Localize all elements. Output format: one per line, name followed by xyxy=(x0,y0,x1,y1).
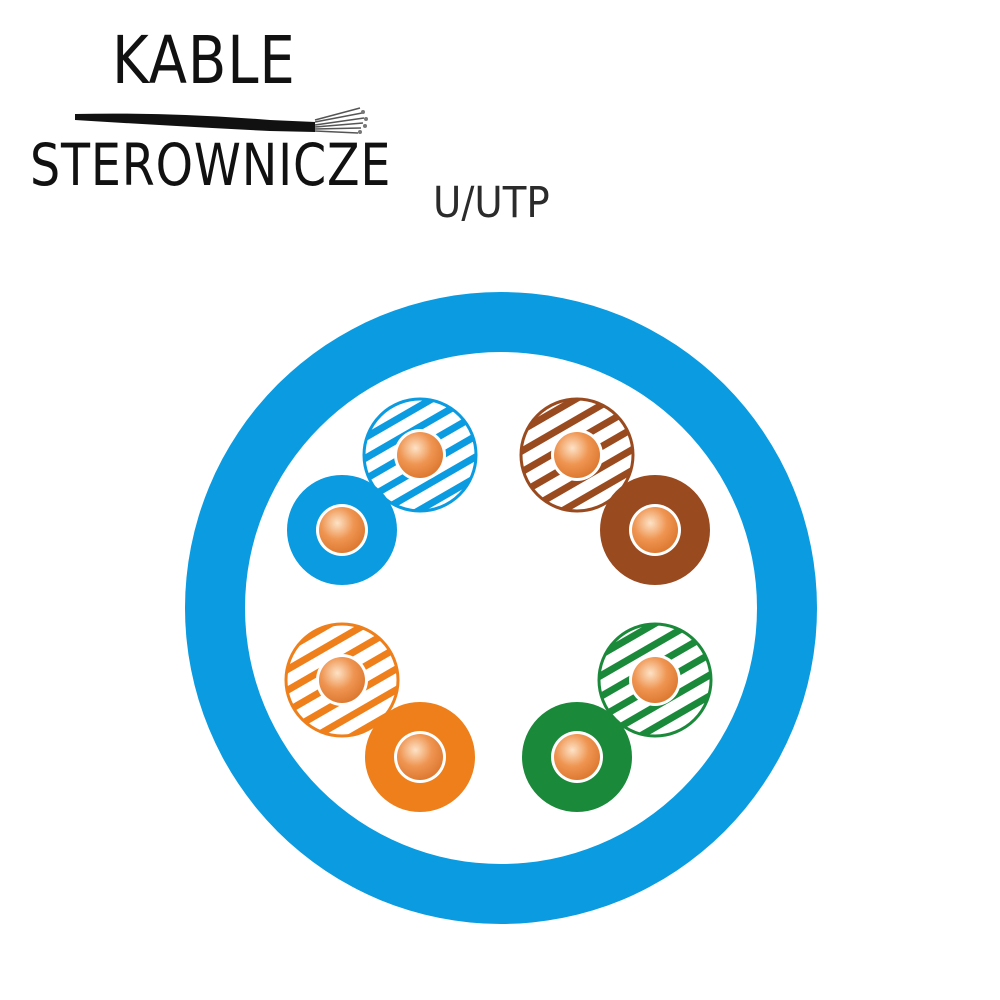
wire-blue xyxy=(287,475,397,585)
wire-white-brown xyxy=(519,397,635,513)
cable-type-label: U/UTP xyxy=(433,178,550,228)
logo-line-2: STEROWNICZE xyxy=(30,131,392,199)
wire-white-green xyxy=(597,622,713,738)
wire-orange xyxy=(365,702,475,812)
logo: KABLE STEROWNICZE xyxy=(20,20,390,200)
wire-green xyxy=(522,702,632,812)
cable-interior xyxy=(245,352,757,864)
wire-white-orange xyxy=(284,622,400,738)
wire-white-blue xyxy=(362,397,478,513)
stranded-cable-icon xyxy=(75,107,368,134)
wire-brown xyxy=(600,475,710,585)
logo-line-1: KABLE xyxy=(112,22,296,99)
